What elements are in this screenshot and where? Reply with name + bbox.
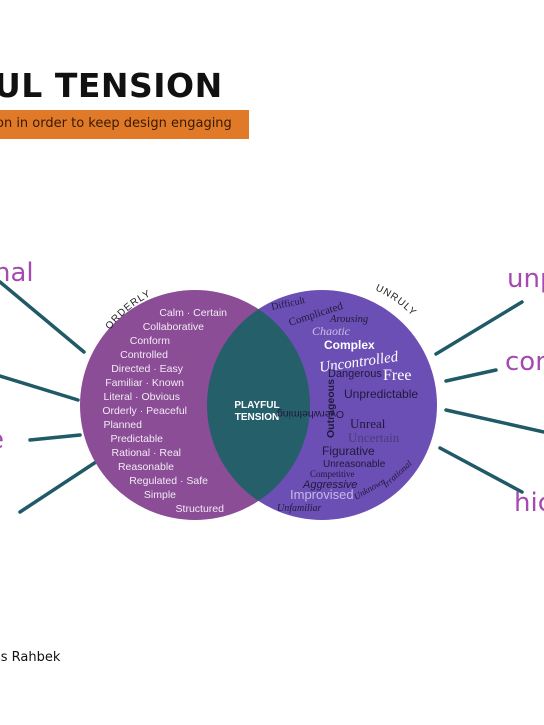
ray-left-2 bbox=[0, 374, 80, 402]
orderly-word: Regulated · Safe bbox=[129, 475, 208, 487]
orderly-word: Structured bbox=[176, 503, 225, 515]
orderly-word: Rational · Real bbox=[112, 447, 181, 459]
ray-left-3 bbox=[28, 433, 82, 442]
unruly-word: Unfamiliar bbox=[277, 503, 322, 514]
unruly-word: Chaotic bbox=[312, 324, 351, 338]
center-label-1: PLAYFUL bbox=[234, 400, 279, 411]
side-label-right-mid: con bbox=[505, 347, 544, 377]
unruly-word: Unreal bbox=[350, 416, 386, 431]
credit-line: ss Rahbek bbox=[0, 650, 61, 665]
side-label-left-top: nal bbox=[0, 258, 34, 288]
unruly-word: Improvised bbox=[290, 487, 354, 502]
orderly-word: Predictable bbox=[110, 433, 163, 445]
rays bbox=[0, 280, 544, 514]
subtitle-bar bbox=[0, 110, 249, 139]
ray-left-4 bbox=[18, 460, 98, 514]
orderly-word: Collaborative bbox=[143, 321, 204, 333]
ray-left-1 bbox=[0, 280, 86, 354]
orderly-word: Literal · Obvious bbox=[104, 391, 180, 403]
unruly-word: Outrageous bbox=[325, 379, 337, 438]
unruly-word: Uncertain bbox=[348, 430, 400, 445]
unruly-word: Aggressive bbox=[302, 479, 357, 491]
unruly-word: Arousing bbox=[329, 314, 368, 325]
side-label-right-top: unp bbox=[507, 264, 544, 294]
page-title: UL TENSION bbox=[0, 66, 223, 105]
orderly-word: Calm · Certain bbox=[159, 307, 227, 319]
orderly-word: Controlled bbox=[120, 349, 168, 361]
subtitle: on in order to keep design engaging bbox=[0, 116, 232, 131]
unruly-word: Competitive bbox=[310, 469, 355, 479]
ray-right-1 bbox=[434, 300, 524, 356]
unruly-word: Dangerous bbox=[328, 368, 382, 380]
orderly-word: Planned bbox=[103, 419, 142, 431]
unruly-word: Unpredictable bbox=[344, 387, 418, 401]
ray-right-4 bbox=[438, 446, 524, 494]
overlap-lens bbox=[207, 290, 310, 520]
unruly-word: Overwhelming bbox=[277, 408, 344, 420]
orderly-word: Familiar · Known bbox=[105, 377, 184, 389]
orderly-word: Directed · Easy bbox=[111, 363, 184, 375]
orderly-word: Reasonable bbox=[118, 461, 174, 473]
side-label-left-bottom: e bbox=[0, 425, 4, 455]
center-label-2: TENSION bbox=[235, 412, 279, 423]
unruly-word: Unreasonable bbox=[323, 459, 386, 470]
orderly-word: Conform bbox=[130, 335, 171, 347]
side-label-right-bottom: hic bbox=[514, 488, 544, 518]
ray-right-3 bbox=[444, 408, 544, 434]
unruly-word: Complex bbox=[324, 338, 375, 352]
unruly-word: Figurative bbox=[322, 444, 375, 458]
unruly-word: Free bbox=[383, 367, 411, 384]
orderly-word: Simple bbox=[144, 489, 176, 501]
orderly-word: Orderly · Peaceful bbox=[102, 405, 187, 417]
ray-right-2 bbox=[444, 368, 498, 383]
